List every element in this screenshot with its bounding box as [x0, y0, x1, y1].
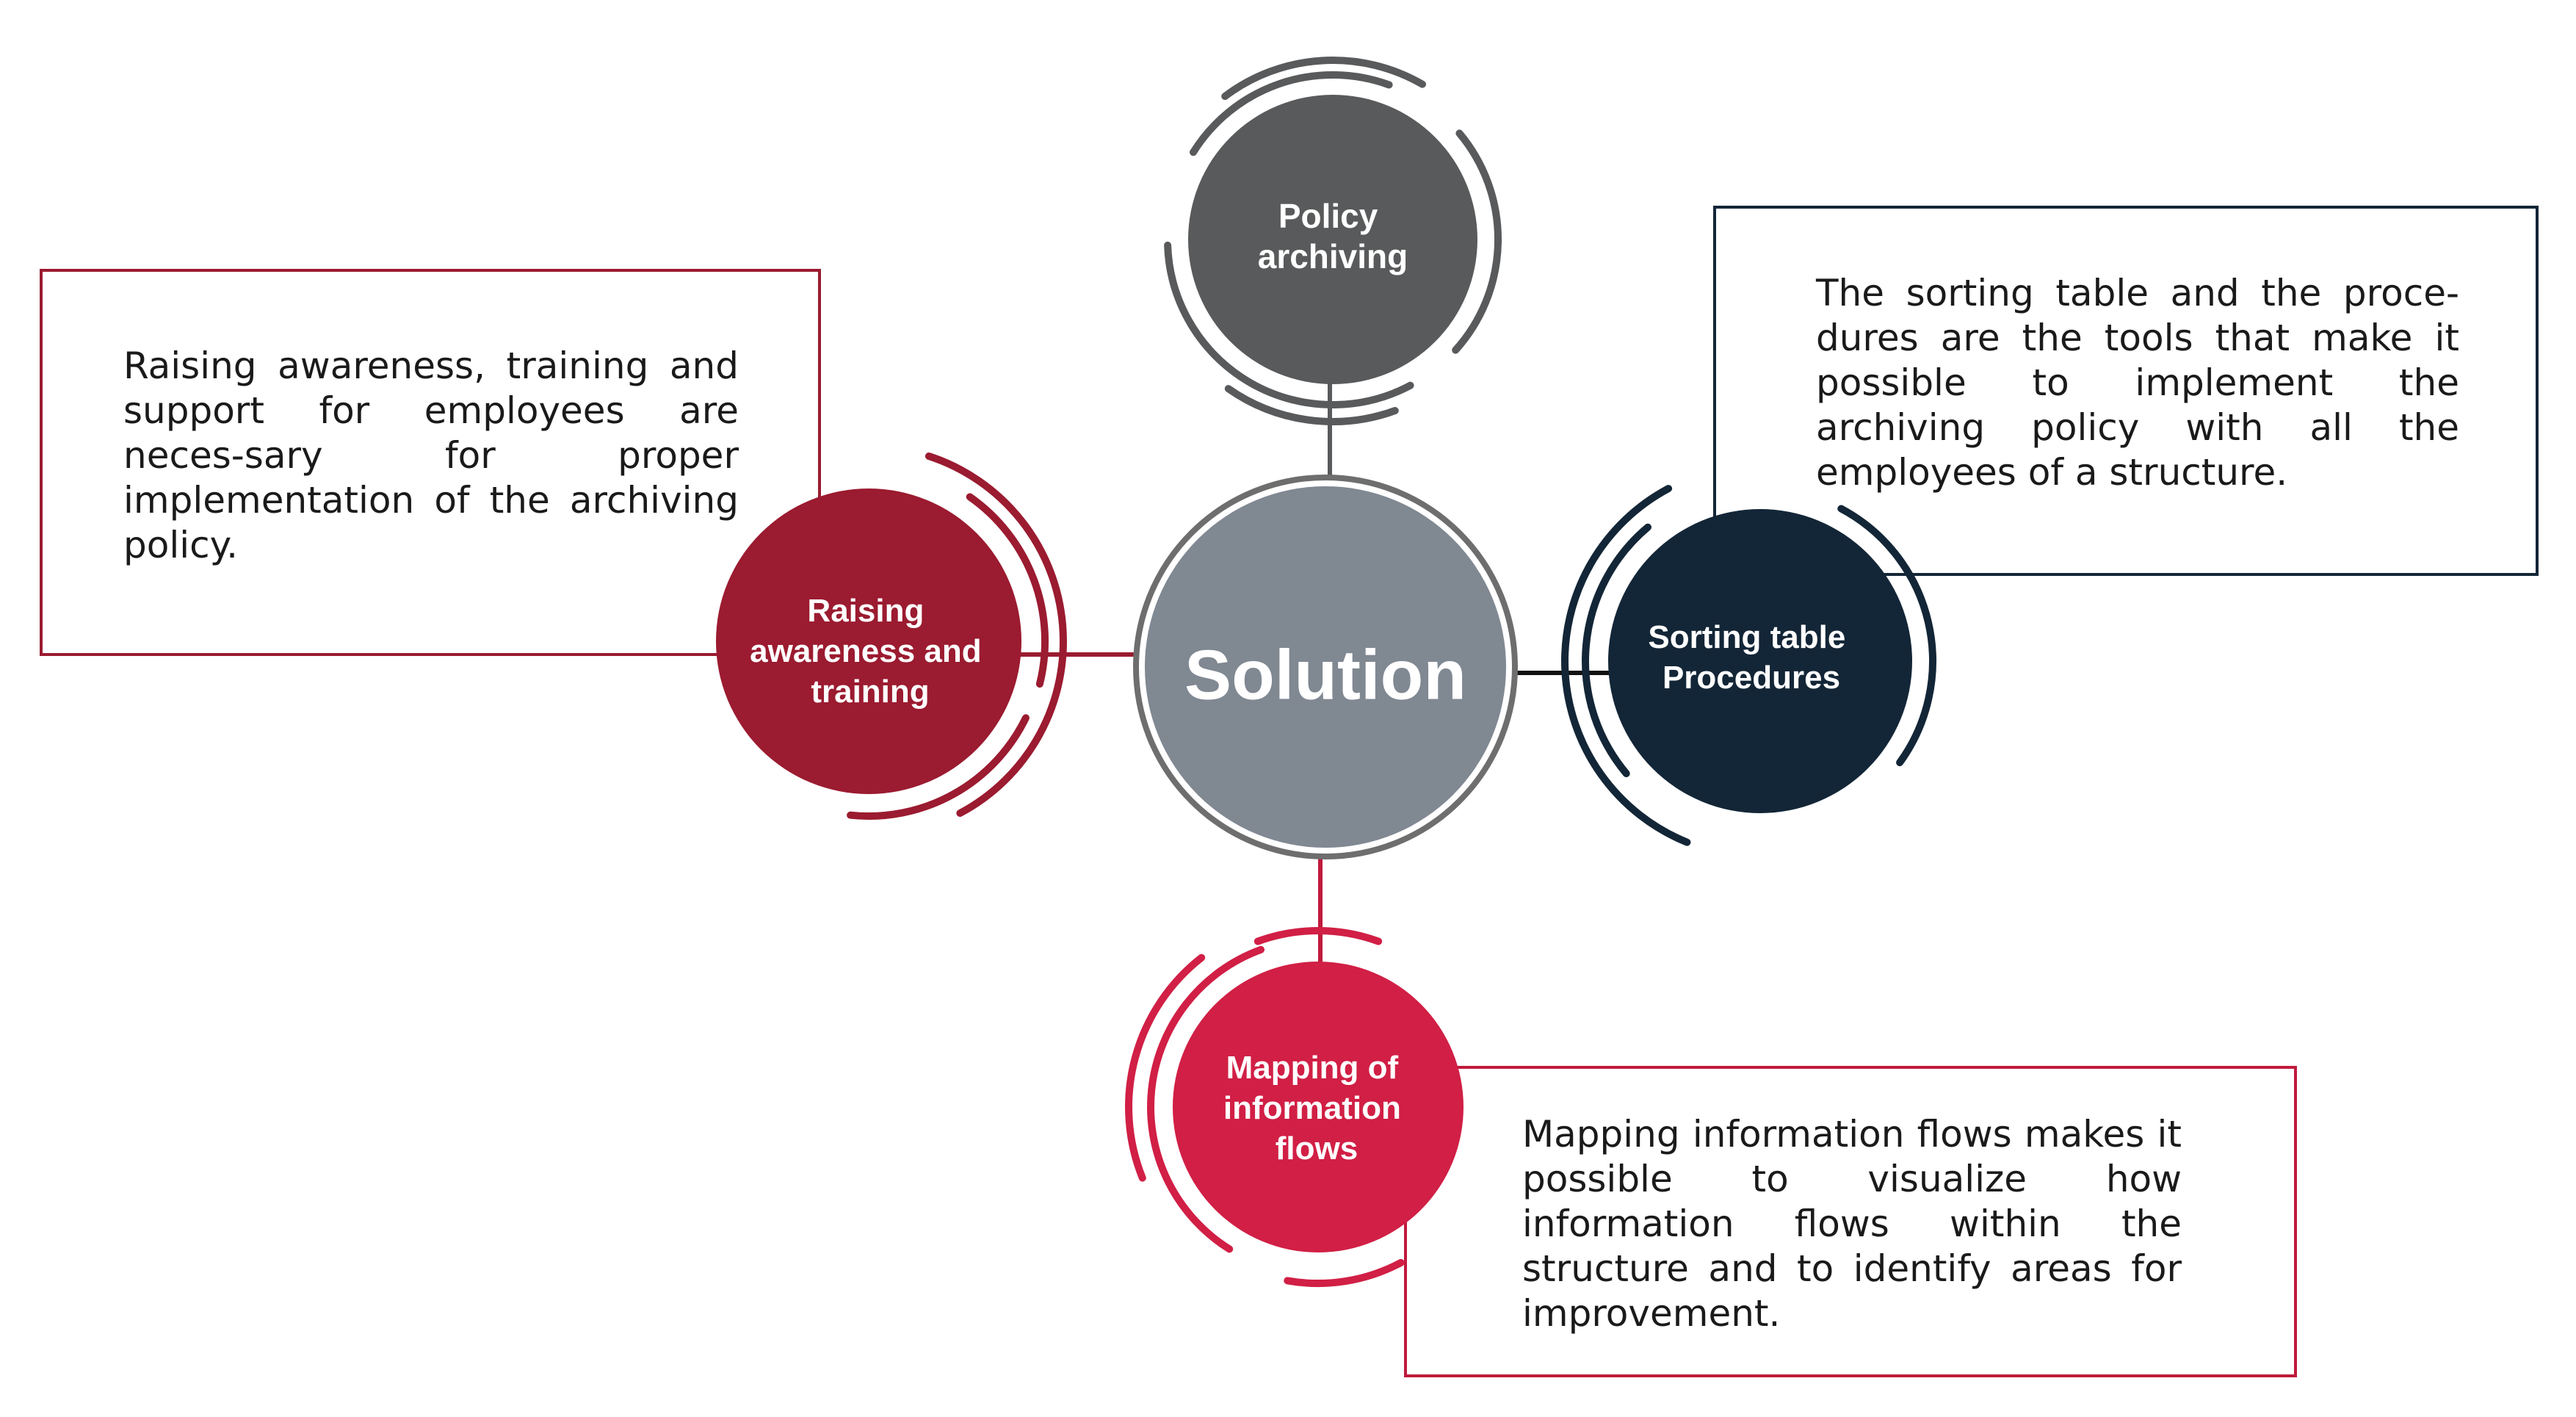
- right-arc-left-outer: [1561, 485, 1691, 846]
- left-description-box: [40, 269, 821, 656]
- mapping-flows-line3: flows: [1276, 1131, 1358, 1167]
- right-description-box: [1713, 206, 2539, 576]
- left-arc-outer: [925, 452, 1067, 817]
- policy-archiving-circle: [1188, 95, 1477, 384]
- policy-archiving-label: Policy archiving: [1258, 197, 1408, 275]
- top-arc-lower-inner: [1164, 241, 1414, 409]
- solution-label: Solution: [1184, 635, 1466, 714]
- top-arc-upper-inner: [1190, 71, 1393, 156]
- bottom-arc-lower: [1284, 1258, 1405, 1287]
- raising-awareness-circle: [716, 488, 1021, 794]
- mapping-flows-description: Mapping information flows makes it possi…: [1522, 1113, 2182, 1335]
- left-arc-middle: [966, 493, 1049, 688]
- bottom-arc-inner: [1147, 945, 1265, 1253]
- solution-circle: [1145, 486, 1506, 848]
- raising-awareness-line2: awareness and: [750, 633, 982, 669]
- left-arc-inner: [847, 714, 1030, 821]
- sorting-table-line2: Procedures: [1663, 660, 1840, 696]
- raising-awareness-line3: training: [811, 674, 929, 710]
- right-arc-left-inner: [1582, 523, 1651, 777]
- bottom-arc-top: [1253, 927, 1383, 945]
- decorative-arcs: [847, 57, 1936, 1287]
- raising-awareness-description: Raising awareness, training and support …: [123, 345, 739, 566]
- bottom-arc-outer: [1125, 953, 1206, 1182]
- raising-awareness-line1: Raising: [807, 593, 924, 629]
- top-arc-right: [1452, 129, 1502, 354]
- mapping-flows-circle: [1173, 962, 1464, 1252]
- sorting-table-label: Sorting table Procedures: [1648, 619, 1854, 696]
- top-arc-lower-outer: [1224, 385, 1399, 425]
- policy-archiving-line1: Policy: [1278, 197, 1378, 235]
- raising-awareness-label: Raising awareness and training: [750, 593, 991, 710]
- policy-archiving-line2: archiving: [1258, 237, 1408, 275]
- mapping-flows-line1: Mapping of: [1226, 1050, 1399, 1086]
- right-arc-right: [1837, 505, 1936, 767]
- sorting-table-circle: [1608, 509, 1912, 813]
- sorting-table-description: The sorting table and the proce-dures ar…: [1816, 272, 2459, 494]
- sorting-table-line1: Sorting table: [1648, 619, 1845, 655]
- mapping-flows-label: Mapping of information flows: [1223, 1050, 1410, 1167]
- mapping-flows-line2: information: [1223, 1090, 1401, 1126]
- top-arc-upper-outer: [1221, 57, 1426, 101]
